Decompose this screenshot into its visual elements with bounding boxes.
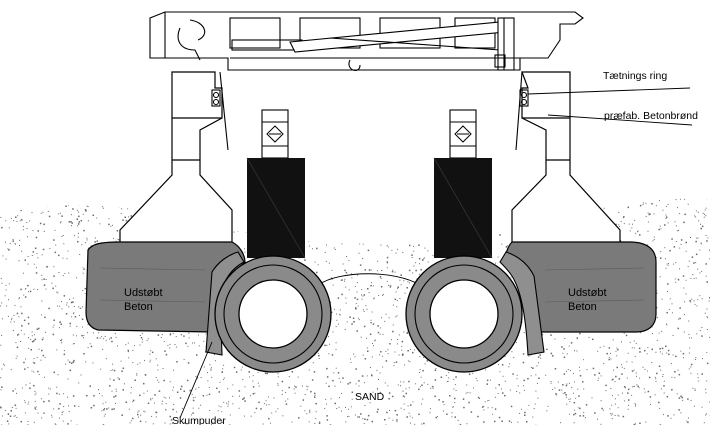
seal-ring-left [211, 89, 221, 107]
label-foam-pads: Skumpuder [172, 415, 226, 425]
diamond-marker-icon [266, 125, 284, 143]
pipe-right [405, 255, 523, 373]
label-cast-concrete-right-2: Beton [568, 301, 597, 313]
diamond-marker-icon [454, 125, 472, 143]
precast-well [119, 71, 621, 253]
leader-lines [179, 87, 693, 419]
foam-pad-right [499, 251, 545, 356]
label-cast-concrete-right-1: Udstøbt [568, 287, 607, 299]
lid-assembly [149, 11, 584, 151]
support-block-left [246, 109, 306, 259]
support-block-right [433, 109, 493, 259]
label-seal-ring: Tætnings ring [603, 70, 667, 82]
label-sand: SAND [355, 391, 385, 403]
label-cast-concrete-left-1: Udstøbt [124, 287, 163, 299]
sand-mound [317, 273, 421, 286]
label-cast-concrete-left-2: Beton [124, 301, 153, 313]
label-precast-well: præfab. Betonbrønd [604, 110, 698, 122]
pipe-left [214, 255, 332, 373]
cast-concrete-left [85, 241, 246, 333]
